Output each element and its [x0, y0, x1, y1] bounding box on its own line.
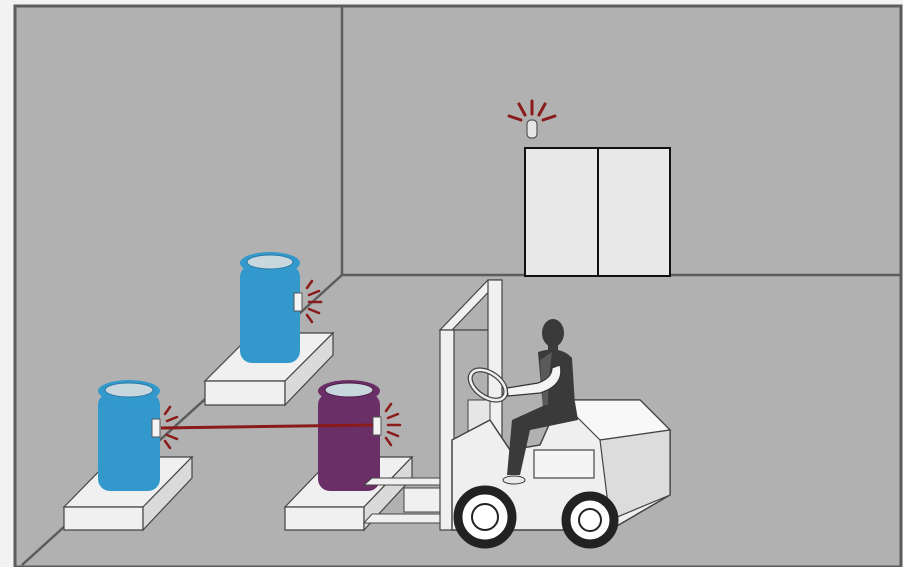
rfid-sensor-icon — [293, 279, 323, 324]
detection-beam — [160, 423, 374, 430]
barrel-front-left — [98, 380, 160, 491]
double-door-icon — [524, 147, 671, 277]
forklift-icon — [362, 279, 672, 549]
alarm-beacon-icon — [507, 99, 557, 139]
operator-icon — [502, 319, 578, 485]
barrel-front-right — [318, 380, 380, 491]
pallet-back-left — [203, 331, 335, 407]
forklift-wheel-front — [453, 485, 517, 549]
barrel-back-left — [240, 252, 300, 363]
forklift-wheel-rear — [561, 491, 619, 549]
